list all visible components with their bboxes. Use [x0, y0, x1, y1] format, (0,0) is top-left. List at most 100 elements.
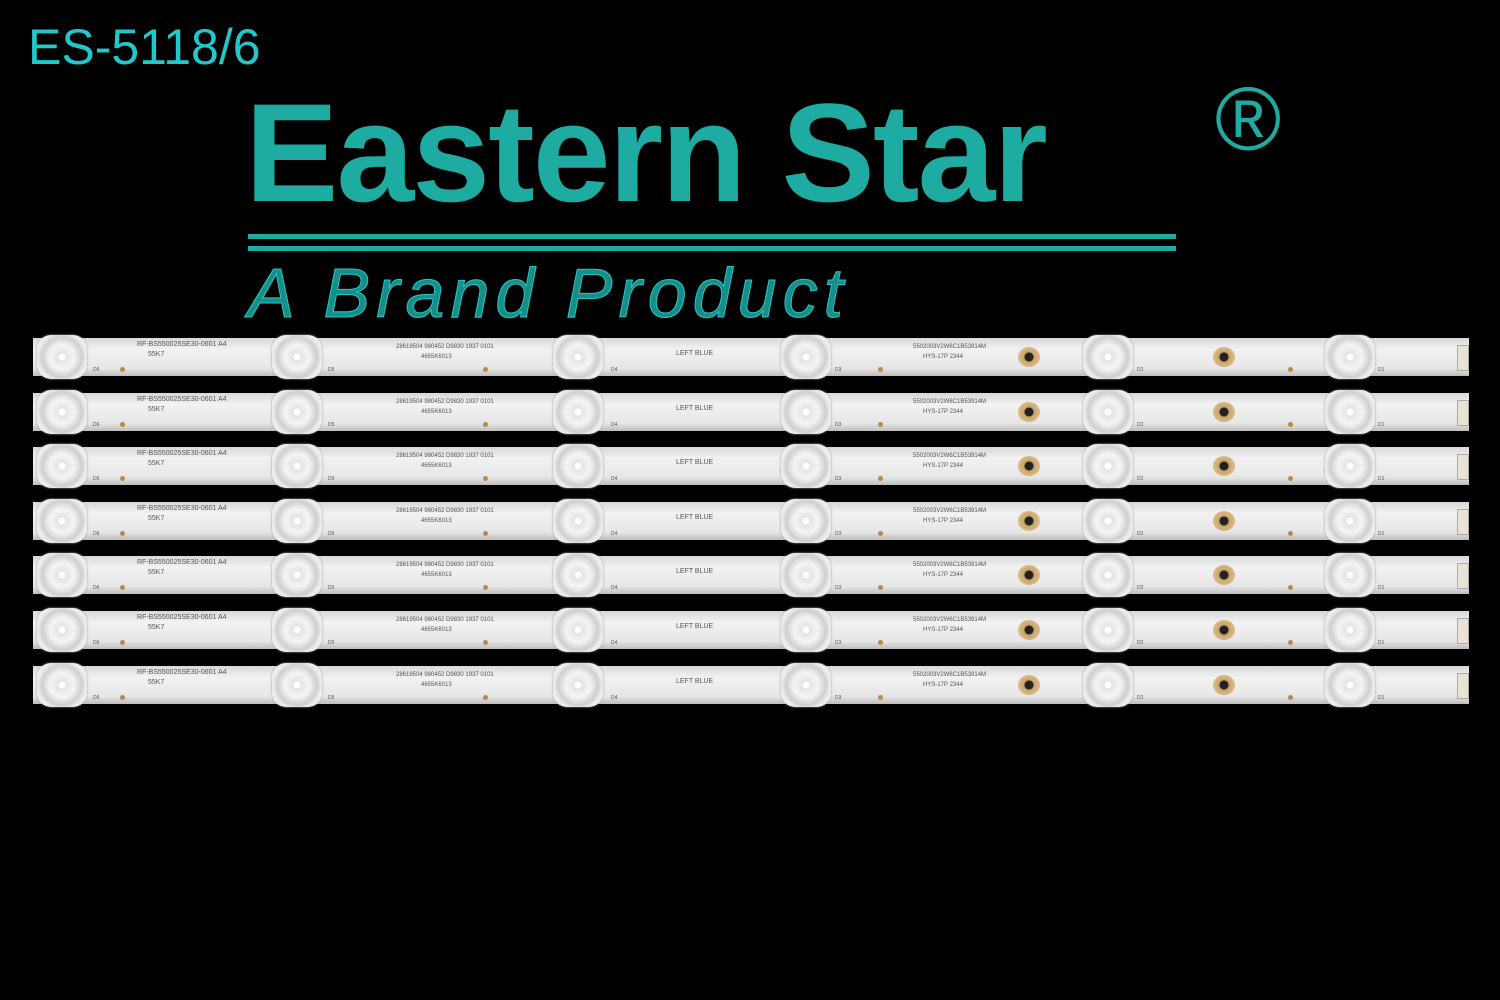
led-lens — [1083, 389, 1133, 434]
led-lens — [1325, 335, 1375, 379]
led-lens — [272, 389, 322, 434]
led-strip: RF-BS550025SE30-0601 A4 55K7 28619504 9804… — [33, 389, 1469, 434]
solder-dot — [483, 585, 488, 591]
led-lens — [37, 498, 87, 543]
led-id-label: D3 — [835, 585, 842, 592]
code3-label: 5502003V2W6C1B53914M — [913, 453, 987, 460]
mount-hole — [1213, 456, 1235, 477]
mount-hole — [1213, 401, 1235, 422]
code3-label: 5502003V2W6C1B53914M — [913, 671, 987, 678]
mount-hole — [1213, 674, 1235, 695]
solder-dot — [878, 476, 883, 482]
mount-hole — [1018, 347, 1040, 367]
solder-dot — [878, 530, 883, 536]
led-lens — [553, 389, 603, 434]
led-lens — [781, 389, 831, 434]
led-lens — [272, 553, 322, 598]
led-lens — [553, 444, 603, 489]
led-lens — [1083, 498, 1133, 543]
product-code-title: ES-5118/6 — [28, 19, 261, 75]
solder-dot — [483, 640, 488, 645]
led-lens — [781, 444, 831, 489]
led-id-label: D4 — [611, 585, 618, 592]
led-lens — [781, 335, 831, 379]
code3-label: 5502003V2W6C1B53914M — [913, 507, 987, 514]
led-id-label: D5 — [328, 367, 335, 373]
watermark-brand: Eastern Star — [245, 74, 1048, 231]
led-lens — [1083, 553, 1133, 598]
led-lens — [553, 608, 603, 652]
led-id-label: D6 — [93, 640, 100, 646]
led-lens — [272, 662, 322, 707]
led-lens — [1325, 389, 1375, 434]
side-label: LEFT BLUE — [676, 459, 714, 467]
mount-hole — [1018, 565, 1040, 586]
side-label: LEFT BLUE — [676, 677, 714, 685]
code1-label: 28619504 980452 D9830 1937 0101 — [396, 398, 494, 405]
solder-dot — [483, 421, 488, 427]
code1-label: 28619504 980452 D9830 1937 0101 — [396, 344, 494, 350]
model-label: RF-BS550025SE30-0601 A4 — [137, 614, 227, 621]
mount-hole — [1018, 401, 1040, 422]
led-lens — [781, 553, 831, 598]
led-lens — [1083, 444, 1133, 489]
solder-dot — [120, 476, 125, 482]
led-id-label: D2 — [1137, 421, 1144, 428]
watermark-registered: ® — [1215, 70, 1282, 170]
led-lens — [37, 662, 87, 707]
led-id-label: D1 — [1378, 476, 1385, 483]
led-id-label: D5 — [328, 476, 335, 483]
solder-dot — [120, 585, 125, 591]
led-lens — [1083, 608, 1133, 652]
led-id-label: D2 — [1137, 530, 1144, 537]
led-id-label: D4 — [611, 694, 618, 701]
led-lens — [37, 444, 87, 489]
connector — [1457, 345, 1469, 371]
led-lens — [37, 553, 87, 598]
solder-dot — [1288, 585, 1293, 591]
led-id-label: D3 — [835, 694, 842, 701]
code1-label: 28619504 980452 D9830 1937 0101 — [396, 453, 494, 460]
model-label: RF-BS550025SE30-0601 A4 — [137, 395, 227, 403]
led-lens — [37, 389, 87, 434]
mount-hole — [1018, 620, 1040, 640]
code3-label: 5502003V2W6C1B53914M — [913, 617, 987, 623]
led-lens — [1325, 444, 1375, 489]
connector — [1457, 563, 1469, 590]
led-id-label: D5 — [328, 694, 335, 701]
solder-dot — [483, 367, 488, 372]
solder-dot — [1288, 640, 1293, 645]
led-lens — [553, 662, 603, 707]
mount-hole — [1213, 620, 1235, 640]
led-id-label: D6 — [93, 476, 100, 483]
led-lens — [1325, 498, 1375, 543]
led-id-label: D2 — [1137, 694, 1144, 701]
led-id-label: D6 — [93, 421, 100, 428]
code2-label: 4655K6013 — [421, 681, 452, 688]
side-label: LEFT BLUE — [676, 623, 714, 630]
led-id-label: D1 — [1378, 530, 1385, 537]
solder-dot — [1288, 530, 1293, 536]
led-id-label: D6 — [93, 694, 100, 701]
led-lens — [553, 335, 603, 379]
led-id-label: D3 — [835, 476, 842, 483]
model2-label: 55K7 — [148, 678, 165, 686]
code2-label: 4655K6013 — [421, 354, 452, 360]
solder-dot — [120, 421, 125, 427]
model-label: RF-BS550025SE30-0601 A4 — [137, 341, 227, 348]
model2-label: 55K7 — [148, 460, 165, 468]
led-lens — [553, 553, 603, 598]
solder-dot — [878, 585, 883, 591]
solder-dot — [120, 694, 125, 700]
led-id-label: D2 — [1137, 367, 1144, 373]
led-id-label: D6 — [93, 530, 100, 537]
led-id-label: D4 — [611, 421, 618, 428]
led-id-label: D4 — [611, 530, 618, 537]
model2-label: 55K7 — [148, 405, 165, 413]
code4-label: HYS-17P 2344 — [923, 517, 963, 524]
